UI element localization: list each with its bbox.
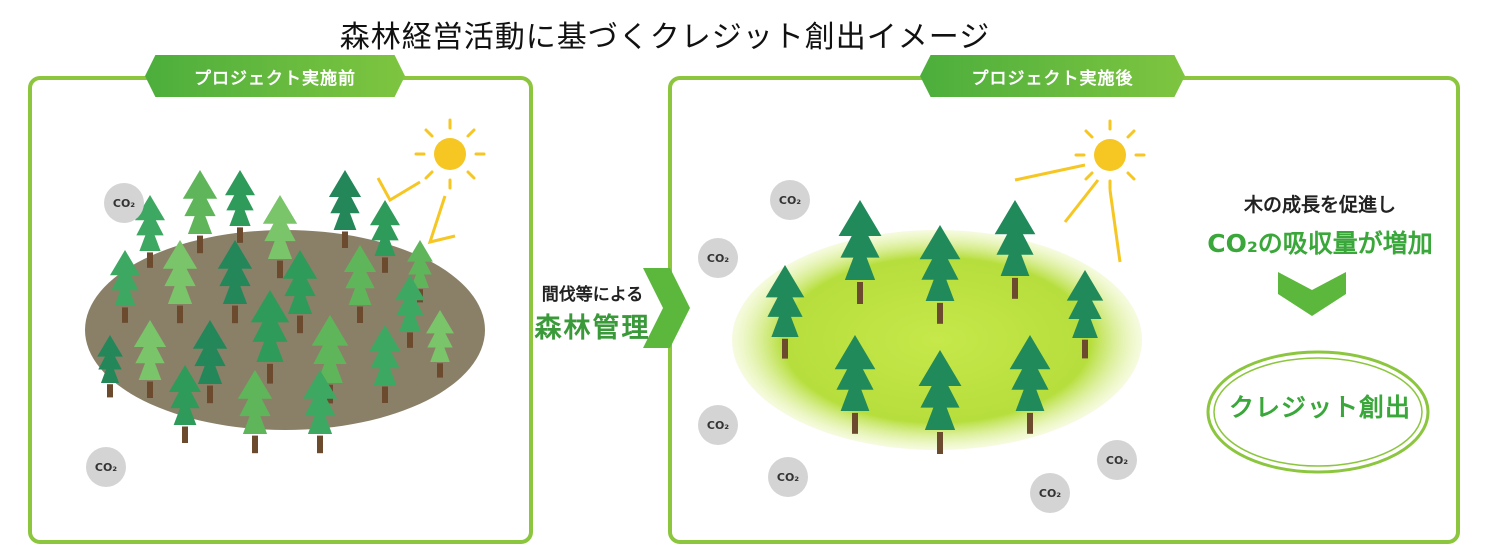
tree-icon <box>918 350 962 454</box>
tree-icon <box>168 365 202 443</box>
tree-icon <box>1009 335 1051 434</box>
tree-icon <box>282 250 318 334</box>
process-arrow-icon <box>643 268 690 348</box>
credit-label: クレジット創出 <box>1228 393 1411 422</box>
management-label: 森林管理 <box>534 313 651 344</box>
absorption-caption: CO₂の吸収量が増加 <box>1207 229 1433 258</box>
tree-icon <box>994 200 1036 299</box>
tree-icon <box>919 225 961 324</box>
tree-icon <box>182 170 218 254</box>
co2-icon: CO₂ <box>698 238 738 278</box>
tab-after-project: プロジェクト実施後 <box>920 55 1185 97</box>
tab-before-project: プロジェクト実施前 <box>145 55 405 97</box>
tree-icon <box>134 195 166 268</box>
credit-ellipse <box>1206 350 1430 474</box>
co2-icon: CO₂ <box>1097 440 1137 480</box>
co2-icon: CO₂ <box>86 447 126 487</box>
growth-caption: 木の成長を促進し <box>1243 194 1396 216</box>
tree-icon <box>133 320 167 398</box>
tree-icon <box>343 245 377 323</box>
co2-icon: CO₂ <box>698 405 738 445</box>
tree-icon <box>217 240 253 324</box>
tree-icon <box>834 335 876 434</box>
tree-icon <box>192 320 228 404</box>
tree-icon <box>369 200 401 273</box>
tree-icon <box>250 290 290 384</box>
trees-after <box>765 200 1104 454</box>
page-title: 森林経営活動に基づくクレジット創出イメージ <box>339 20 991 55</box>
tree-icon <box>368 325 402 403</box>
co2-icon: CO₂ <box>770 180 810 220</box>
tree-icon <box>109 250 141 323</box>
tree-icon <box>224 170 256 243</box>
tree-icon <box>426 310 454 378</box>
tree-icon <box>162 240 198 324</box>
sun-after-icon <box>1014 119 1146 263</box>
tree-icon <box>838 200 882 304</box>
co2-icon: CO₂ <box>1030 473 1070 513</box>
management-caption: 間伐等による <box>541 285 644 305</box>
tree-icon <box>302 370 338 454</box>
tree-icon <box>328 170 362 248</box>
down-chevron-icon <box>1278 272 1346 316</box>
co2-icon: CO₂ <box>104 183 144 223</box>
tree-icon <box>237 370 273 454</box>
trees-before <box>97 170 454 454</box>
ground-after <box>732 230 1142 450</box>
tree-icon <box>394 275 426 348</box>
sun-before-icon <box>376 118 486 245</box>
co2-icon: CO₂ <box>768 457 808 497</box>
tree-icon <box>765 265 805 359</box>
tree-icon <box>262 195 298 279</box>
tree-icon <box>1066 270 1104 359</box>
tree-icon <box>97 335 123 398</box>
